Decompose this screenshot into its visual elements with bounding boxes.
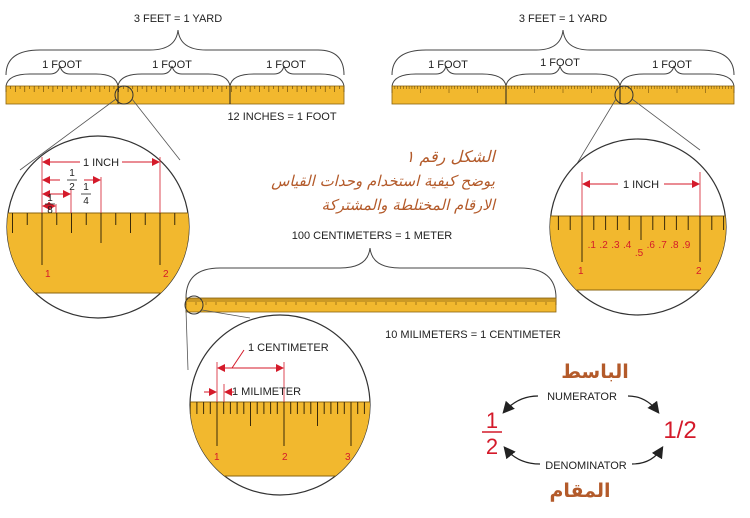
meter-ruler-ticks [185,298,557,305]
foot-label-1: 1 FOOT [42,59,82,71]
denominator-label: DENOMINATOR [545,460,627,472]
inch-number-2: 2 [163,269,169,280]
decimal-zoom-ticks [557,216,725,262]
foot-brace-2 [117,65,231,87]
yard-brace-right [391,29,735,76]
decimal-number-2: 2 [696,266,702,277]
denominator-arrow-left [503,446,541,465]
inline-fraction: 1/2 [663,417,696,444]
inch-ruler-section: 3 FEET = 1 YARD 1 FOOT 1 FOOT 1 FOOT 12 … [5,13,345,319]
quarter-denominator: 4 [83,196,89,207]
stacked-denominator: 2 [486,434,498,459]
denominator-arabic: المقام [549,480,610,502]
foot-brace-right-1 [391,65,507,87]
foot-brace-1 [5,65,119,87]
half-denominator: 2 [69,182,75,193]
inch-zoom-ticks [12,213,176,265]
cm-number-1: 1 [214,452,220,463]
tenth-label: .1 [588,240,597,251]
eighth-denominator: 8 [47,205,53,216]
numerator-arrow-left [502,395,539,414]
magnifier-spot-metric [184,295,204,315]
magnifier-spot [114,85,134,105]
meter-brace [185,247,557,299]
fraction-explanation: الباسط NUMERATOR 1 2 1/2 DENOMINATOR الم… [482,361,697,502]
caption-line-2: يوضح كيفية استخدام وحدات القياس [271,172,495,190]
yard-brace [5,29,345,76]
meter-ruler-strip [185,297,557,313]
tenths-labels: .1.2.3.4.5.6.7.8.9 [588,240,691,259]
inch-number-1: 1 [45,269,51,280]
tenth-label: .2 [599,240,608,251]
foot-label-right-1: 1 FOOT [428,59,468,71]
meter-label: 100 CENTIMETERS = 1 METER [292,230,453,242]
arabic-caption: الشكل رقم ١ يوضح كيفية استخدام وحدات الق… [271,147,497,214]
decimal-ruler-ticks [391,86,735,93]
yard-ruler-ticks [5,86,345,92]
foot-label-3: 1 FOOT [266,59,306,71]
tenth-label: .6 [647,240,656,251]
one-inch-label-right: 1 INCH [623,179,659,191]
foot-brace-3 [229,65,345,87]
tenth-label: .8 [670,240,679,251]
tenth-label: .4 [623,240,632,251]
cm-number-3: 3 [345,452,351,463]
one-centimeter-label: 1 CENTIMETER [248,342,329,354]
denominator-arrow-right [631,445,664,465]
cm-number-2: 2 [282,452,288,463]
magnifier-spot-right [614,85,634,105]
foot-label-2: 1 FOOT [152,59,192,71]
one-inch-label: 1 INCH [83,157,119,169]
metric-zoom-ticks [190,402,365,446]
caption-line-3: الارقام المختلطة والمشتركة [322,196,497,214]
caption-line-1: الشكل رقم ١ [406,147,497,166]
numerator-arabic: الباسط [561,361,629,383]
tenth-label: .3 [611,240,620,251]
decimal-ruler-section: 3 FEET = 1 YARD 1 FOOT 1 FOOT 1 FOOT 1 I… [391,13,735,316]
eighth-numerator: 1 [47,193,53,204]
tenth-label: .9 [682,240,691,251]
mm-per-cm-label: 10 MILIMETERS = 1 CENTIMETER [385,329,561,341]
metric-ruler-section: 100 CENTIMETERS = 1 METER 10 MILIMETERS … [184,230,561,496]
foot-brace-right-2 [505,65,621,87]
foot-label-right-3: 1 FOOT [652,59,692,71]
quarter-numerator: 1 [83,182,89,193]
stacked-numerator: 1 [486,408,498,433]
one-milimeter-label: 1 MILIMETER [232,386,301,398]
numerator-label: NUMERATOR [547,391,617,403]
inches-per-foot-label: 12 INCHES = 1 FOOT [227,111,336,123]
decimal-number-1: 1 [578,266,584,277]
foot-label-right-2: 1 FOOT [540,57,580,69]
numerator-arrow-right [627,395,660,414]
yard-label: 3 FEET = 1 YARD [134,13,222,25]
yard-label-right: 3 FEET = 1 YARD [519,13,607,25]
tenth-label: .5 [635,248,644,259]
foot-brace-right-3 [619,65,735,87]
tenth-label: .7 [658,240,667,251]
half-numerator: 1 [69,168,75,179]
